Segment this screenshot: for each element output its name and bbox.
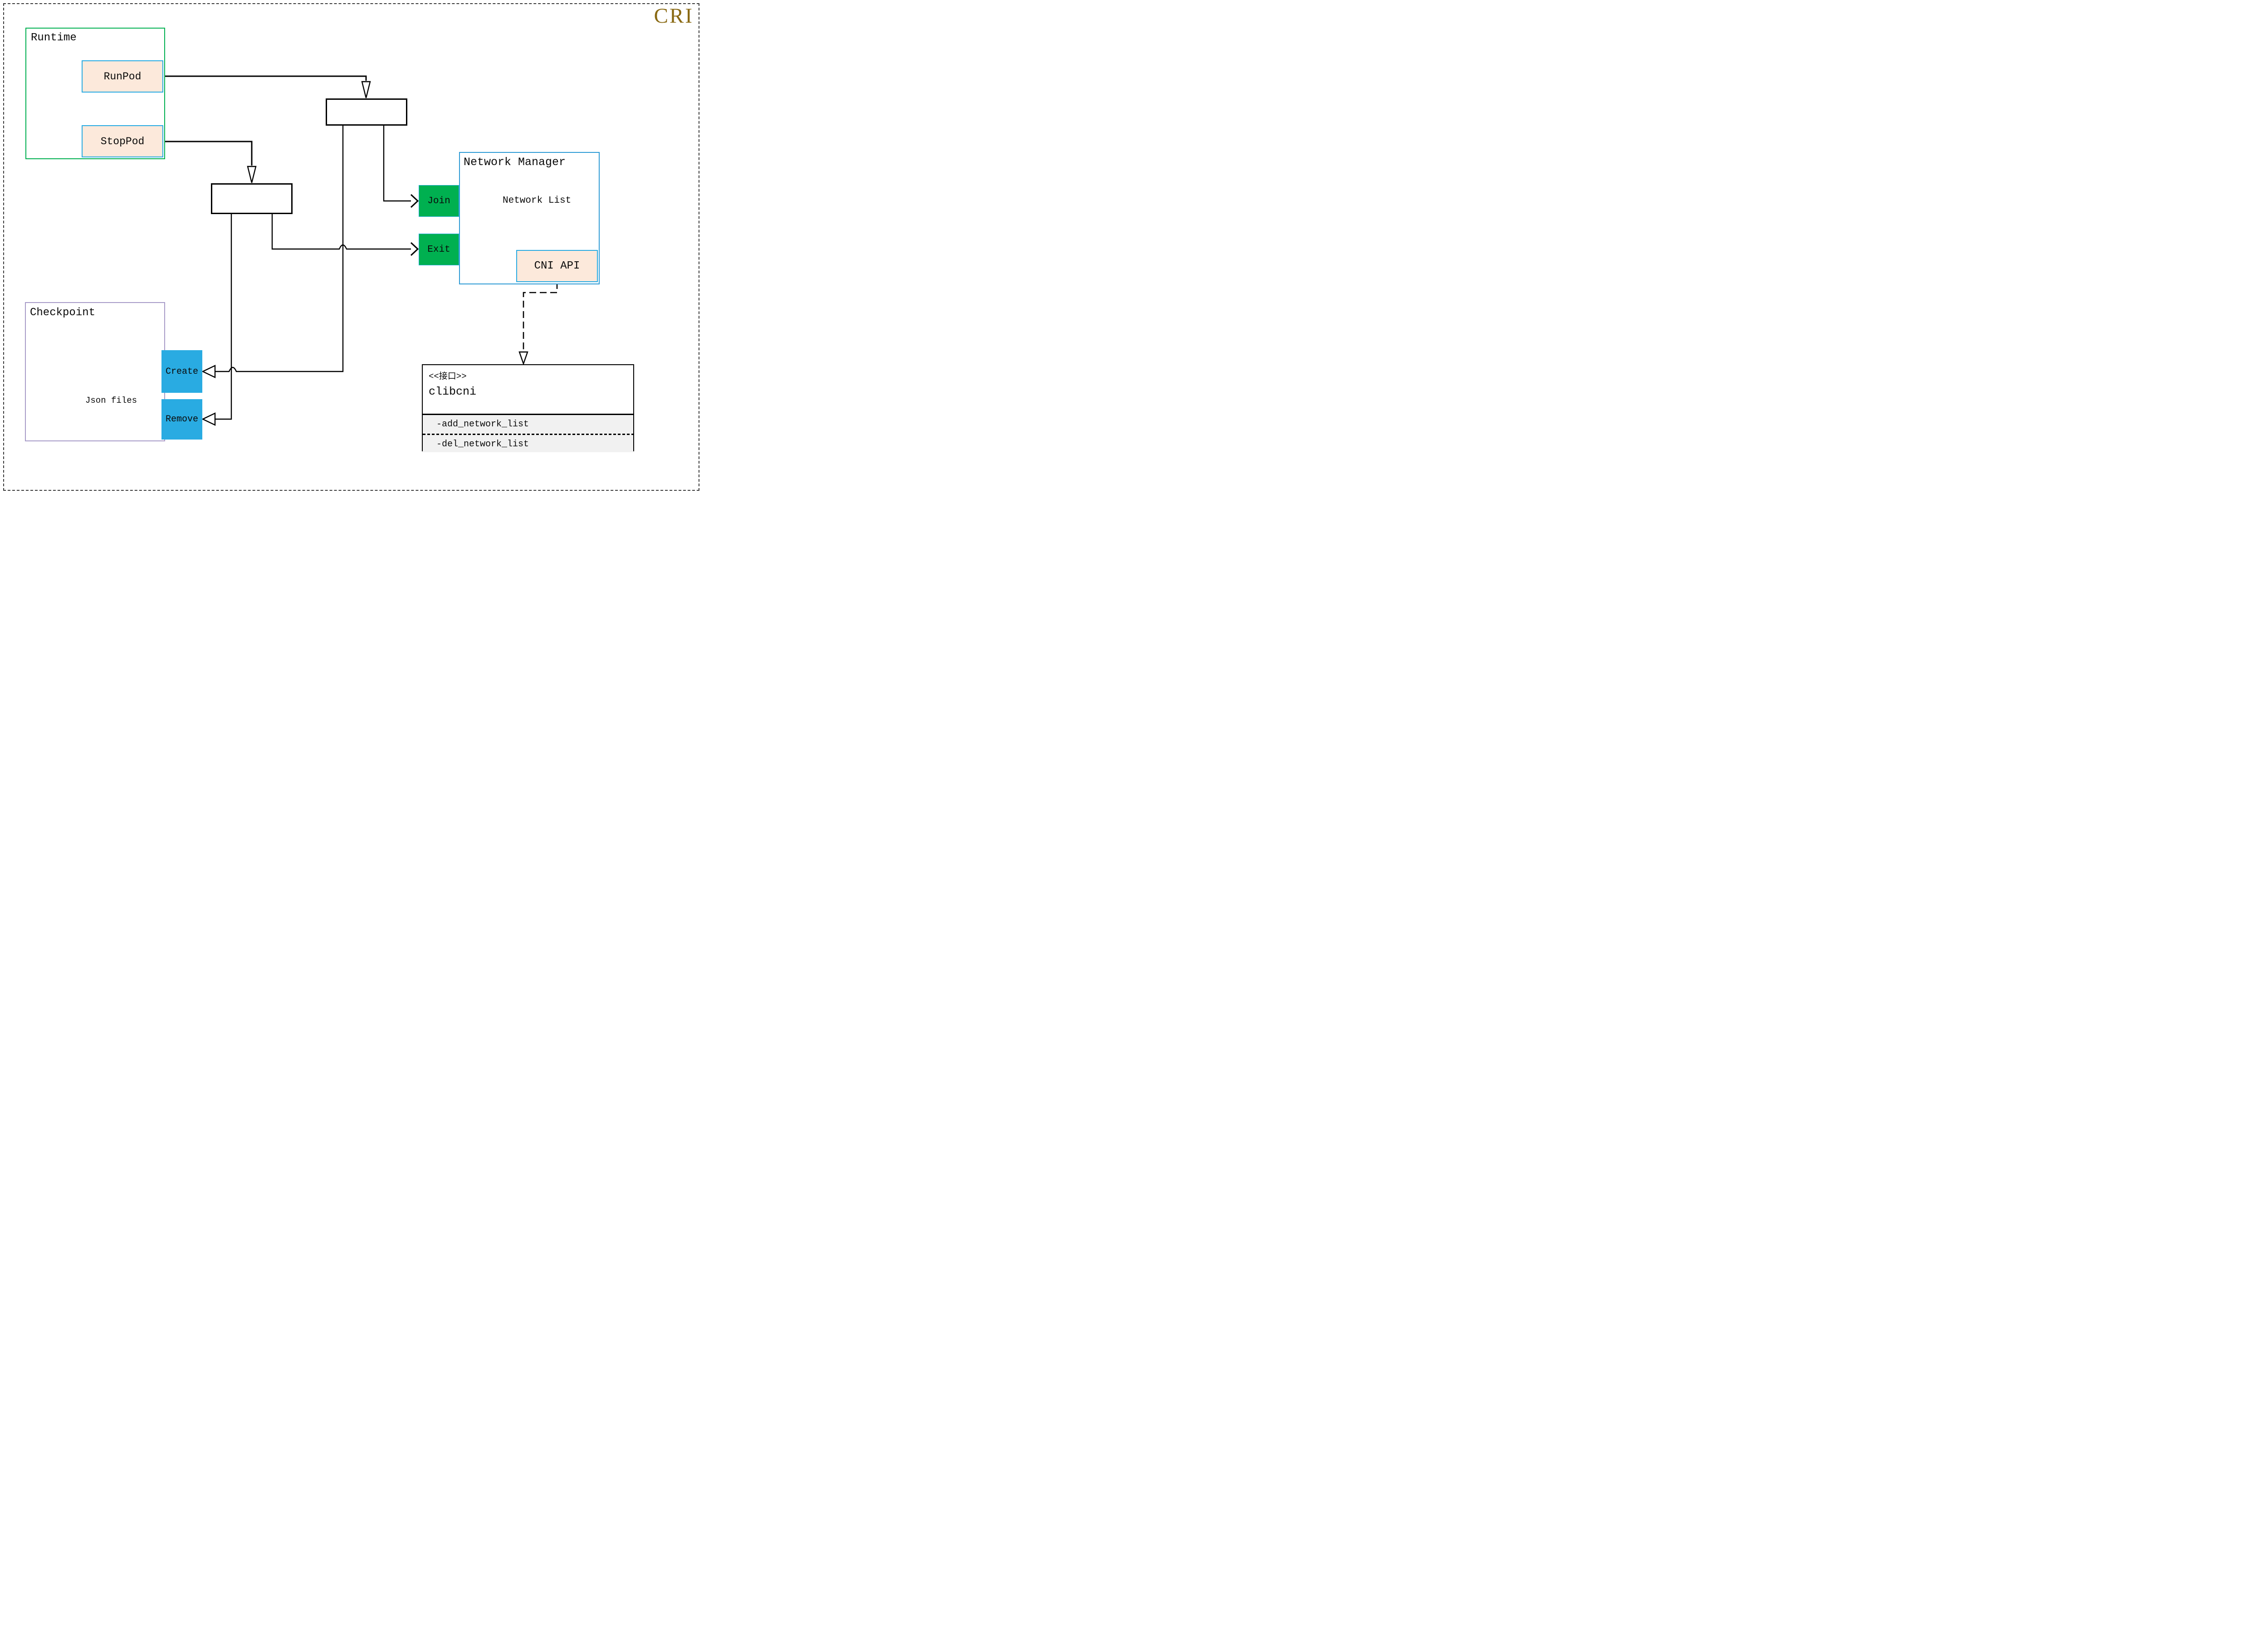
clibcni-interface-class: <<接口>> clibcni -add_network_list -del_ne… <box>422 364 634 452</box>
create-label: Create <box>165 366 198 377</box>
runpod-node: RunPod <box>82 60 163 93</box>
network-list-label: Network List <box>503 195 572 206</box>
interface-stereotype-label: <<接口>> <box>429 371 467 381</box>
interface-name-label: clibcni <box>429 385 477 398</box>
json-files-label: Json files <box>85 396 137 406</box>
diagram-title-badge: CRI <box>654 4 694 28</box>
exit-node: Exit <box>419 234 459 265</box>
method-del-network-list: -del_network_list <box>436 439 529 450</box>
cri-architecture-diagram: CRI Runtime RunPod StopPod Network Manag… <box>0 0 703 494</box>
network-manager-label: Network Manager <box>464 156 566 169</box>
checkpoint-container <box>25 302 165 441</box>
exit-label: Exit <box>427 244 450 255</box>
junction-box-2 <box>211 183 293 214</box>
junction-box-1 <box>326 98 407 126</box>
create-node: Create <box>161 350 202 393</box>
join-label: Join <box>427 195 450 206</box>
remove-node: Remove <box>161 399 202 440</box>
clibcni-header: <<接口>> clibcni <box>423 365 633 414</box>
runtime-label: Runtime <box>31 32 77 44</box>
join-node: Join <box>419 185 459 217</box>
method-add-network-list: -add_network_list <box>436 419 529 430</box>
page-dashed-border <box>3 3 699 491</box>
checkpoint-label: Checkpoint <box>30 307 96 319</box>
method-divider-dotted <box>423 434 633 435</box>
cni-api-label: CNI API <box>534 260 580 272</box>
stoppod-label: StopPod <box>100 135 145 147</box>
stoppod-node: StopPod <box>82 125 163 157</box>
runpod-label: RunPod <box>103 70 142 83</box>
clibcni-methods-section: -add_network_list -del_network_list <box>423 414 633 452</box>
remove-label: Remove <box>165 414 198 425</box>
cni-api-node: CNI API <box>516 250 598 282</box>
